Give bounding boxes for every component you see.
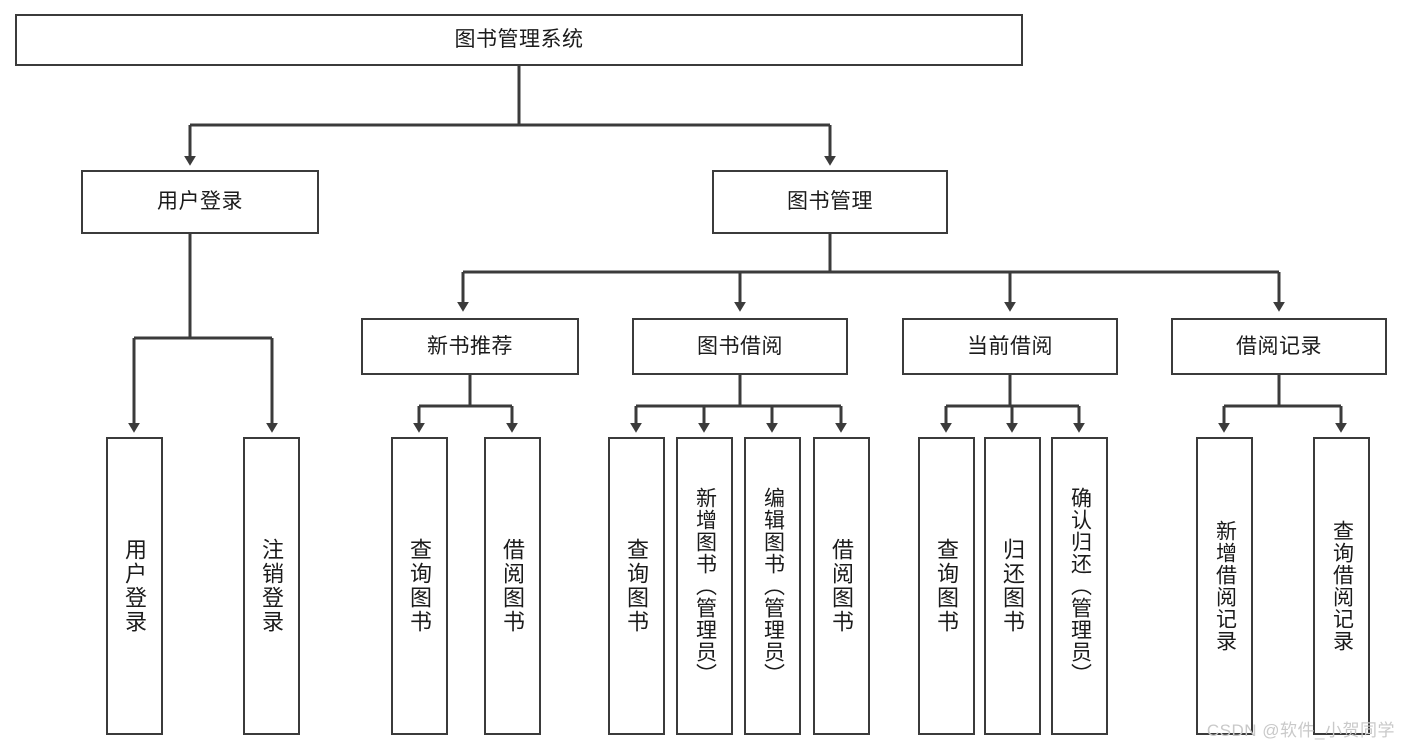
node-label: 图书管理系统: [454, 28, 584, 52]
leaf-edit-book[interactable]: 编辑图书（管理员）: [744, 437, 801, 735]
leaf-user-login[interactable]: 用户登录: [106, 437, 163, 735]
node-label: 图书管理: [787, 190, 873, 214]
edges-bookborrow-to-leaves: [630, 375, 847, 433]
node-label: 借阅记录: [1236, 334, 1322, 358]
node-label: 新增借阅记录: [1213, 520, 1237, 652]
node-label: 查询借阅记录: [1330, 520, 1354, 652]
node-borrow-record[interactable]: 借阅记录: [1171, 318, 1387, 375]
leaf-query-borrow-record[interactable]: 查询借阅记录: [1313, 437, 1370, 735]
node-label: 图书借阅: [697, 334, 783, 358]
node-label: 确认归还（管理员）: [1068, 487, 1092, 685]
node-label: 新增图书（管理员）: [693, 487, 717, 685]
node-label: 当前借阅: [967, 334, 1053, 358]
node-label: 用户登录: [157, 190, 243, 214]
leaf-borrow-book-new[interactable]: 借阅图书: [484, 437, 541, 735]
leaf-logout-login[interactable]: 注销登录: [243, 437, 300, 735]
edges-root-to-level2: [184, 66, 836, 166]
leaf-query-book-current[interactable]: 查询图书: [918, 437, 975, 735]
node-current-borrow[interactable]: 当前借阅: [902, 318, 1118, 375]
leaf-query-book-new[interactable]: 查询图书: [391, 437, 448, 735]
node-label: 归还图书: [1000, 538, 1026, 634]
node-label: 查询图书: [624, 538, 650, 634]
leaf-add-borrow-record[interactable]: 新增借阅记录: [1196, 437, 1253, 735]
edges-userlogin-to-leaves: [128, 234, 278, 433]
node-book-borrow[interactable]: 图书借阅: [632, 318, 848, 375]
node-root-system[interactable]: 图书管理系统: [15, 14, 1023, 66]
node-label: 借阅图书: [829, 538, 855, 634]
leaf-query-book-borrow[interactable]: 查询图书: [608, 437, 665, 735]
node-label: 编辑图书（管理员）: [761, 487, 785, 685]
leaf-borrow-book-borrow[interactable]: 借阅图书: [813, 437, 870, 735]
node-user-login[interactable]: 用户登录: [81, 170, 319, 234]
leaf-return-book[interactable]: 归还图书: [984, 437, 1041, 735]
edges-bookmgmt-to-level3: [457, 234, 1285, 312]
node-book-management[interactable]: 图书管理: [712, 170, 948, 234]
node-new-book-recommend[interactable]: 新书推荐: [361, 318, 579, 375]
node-label: 查询图书: [934, 538, 960, 634]
node-label: 注销登录: [259, 538, 285, 634]
leaf-confirm-return[interactable]: 确认归还（管理员）: [1051, 437, 1108, 735]
node-label: 用户登录: [122, 538, 148, 634]
leaf-add-book[interactable]: 新增图书（管理员）: [676, 437, 733, 735]
node-label: 借阅图书: [500, 538, 526, 634]
edges-currentborrow-to-leaves: [940, 375, 1085, 433]
edges-borrowrecord-to-leaves: [1218, 375, 1347, 433]
node-label: 新书推荐: [427, 334, 513, 358]
edges-newbook-to-leaves: [413, 375, 518, 433]
watermark: CSDN @软件_小贺同学: [1206, 721, 1395, 740]
node-label: 查询图书: [407, 538, 433, 634]
